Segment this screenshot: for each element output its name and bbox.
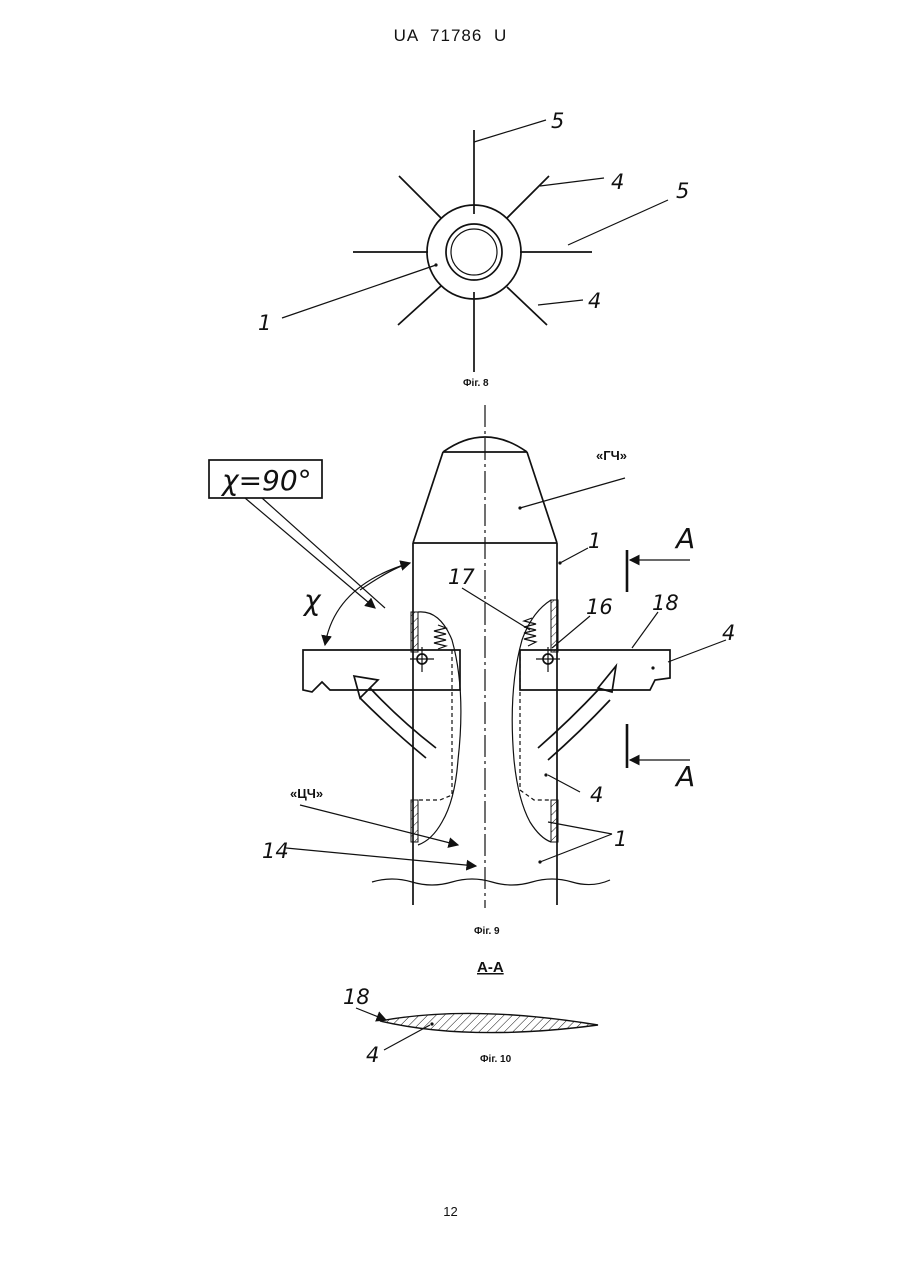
fig8-caption: Фіг. 8: [463, 378, 489, 389]
fig8-body-inner: [451, 229, 497, 275]
fig9-chi-symbol: χ: [302, 584, 322, 617]
fig10-label-18: 18: [343, 985, 370, 1009]
fig9-label-14: 14: [262, 839, 289, 863]
fig9-angle-arc: [325, 563, 410, 645]
fig9-inner-cavity: [418, 612, 461, 845]
fig9-caption: Фіг. 9: [474, 926, 500, 937]
fig10-blade-section: [380, 1013, 598, 1032]
fig9-section-A-top: A: [674, 522, 695, 555]
fig9-label-17: 17: [448, 565, 475, 589]
fig9-blade-left: [303, 650, 460, 692]
fig10-caption: Фіг. 10: [480, 1054, 512, 1065]
fig9-label-4-inner: 4: [590, 783, 603, 807]
fig9-label-18: 18: [652, 591, 679, 615]
fig9-flow-arrow-right: [538, 688, 610, 760]
fig10-section-title: A-A: [477, 959, 504, 976]
fig9-gch-label: «ГЧ»: [596, 448, 627, 463]
fig9-flow-arrow-left: [360, 688, 436, 758]
fig8-label-5-top: 5: [551, 109, 564, 133]
fig9-blade-right: [520, 650, 670, 690]
fig8-leaders: [282, 120, 668, 318]
fig8-body-ring: [446, 224, 502, 280]
fig8-blades: [353, 130, 592, 372]
fig8-label-4-top: 4: [611, 170, 624, 194]
fig8-label-4-bottom: 4: [588, 289, 601, 313]
fig9-spring-left: [434, 625, 446, 649]
fig9-section-A-bottom: A: [674, 760, 695, 793]
fig8-body-outer: [427, 205, 521, 299]
fig9-tsch-label: «ЦЧ»: [290, 786, 323, 801]
fig9-label-16: 16: [586, 595, 613, 619]
fig9-angle-label: χ=90°: [220, 464, 312, 497]
fig8-drawing: [282, 120, 668, 372]
page-number: 12: [0, 1204, 901, 1219]
fig9-break-line: [372, 879, 610, 885]
fig10-label-4: 4: [366, 1043, 379, 1067]
fig9-label-4-right: 4: [722, 621, 735, 645]
fig9-label-1-top: 1: [588, 529, 601, 553]
fig8-label-5-right: 5: [676, 179, 689, 203]
fig8-label-1: 1: [258, 311, 271, 335]
fig9-spring-right: [524, 618, 536, 646]
fig9-label-1-bottom: 1: [614, 827, 627, 851]
